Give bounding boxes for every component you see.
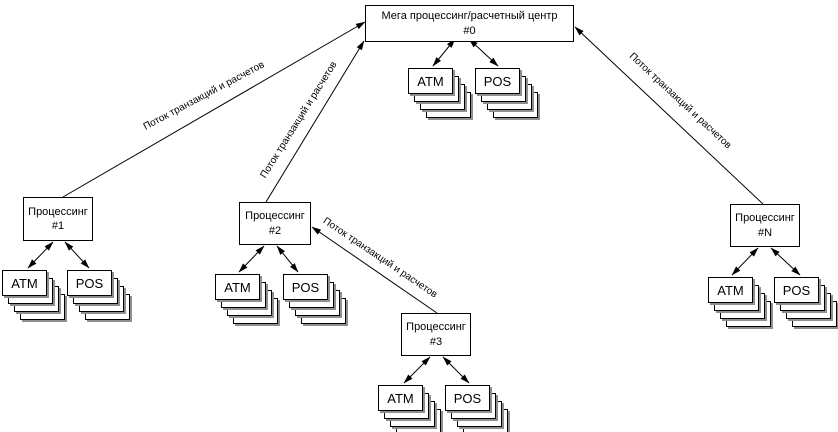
edge-p2-atm: [238, 245, 265, 273]
edge-p1-pos: [64, 241, 90, 269]
pos-label: POS: [483, 73, 512, 89]
edge-p1-atm: [27, 241, 54, 269]
edge-p2-pos: [276, 245, 299, 273]
edge-pn-pos: [770, 247, 801, 276]
node-title: Мега процессинг/расчетный центр: [381, 10, 558, 23]
node-processing-2: Процессинг #2: [239, 202, 311, 245]
pos-label: POS: [75, 275, 104, 291]
atm-card: ATM: [378, 385, 423, 411]
node-processing-n: Процессинг #N: [730, 204, 800, 247]
node-processing-3: Процессинг #3: [401, 313, 471, 356]
pos-card: POS: [475, 68, 520, 94]
node-id: #3: [429, 335, 443, 348]
atm-stack-p3: ATM: [378, 385, 442, 432]
atm-stack-pn: ATM: [708, 277, 772, 328]
pos-stack-p3: POS: [445, 385, 509, 432]
node-title: Процессинг: [28, 205, 88, 218]
atm-label: ATM: [417, 73, 444, 89]
node-id: #N: [757, 226, 773, 239]
edge-p1-to-mega: [62, 21, 366, 198]
pos-card: POS: [774, 277, 819, 303]
pos-stack-p1: POS: [67, 270, 131, 321]
edge-mega-pos: [468, 38, 499, 67]
atm-stack-p1: ATM: [2, 270, 66, 321]
pos-label: POS: [291, 279, 320, 295]
edge-p2-to-mega: [265, 40, 365, 203]
node-id: #2: [268, 224, 282, 237]
atm-label: ATM: [717, 282, 744, 298]
atm-stack-mega: ATM: [408, 68, 472, 119]
atm-card: ATM: [215, 274, 260, 300]
pos-card: POS: [445, 385, 490, 411]
pos-card: POS: [67, 270, 112, 296]
edge-p3-to-p2: [311, 226, 438, 314]
atm-label: ATM: [224, 279, 251, 295]
node-id: #0: [463, 24, 476, 37]
edge-mega-atm: [432, 38, 456, 67]
edge-pn-to-mega: [574, 26, 764, 205]
pos-card: POS: [283, 274, 328, 300]
pos-stack-mega: POS: [475, 68, 539, 119]
node-title: Процессинг: [245, 210, 305, 223]
atm-card: ATM: [2, 270, 47, 296]
atm-card: ATM: [408, 68, 453, 94]
atm-label: ATM: [387, 390, 414, 406]
pos-label: POS: [453, 390, 482, 406]
pos-stack-p2: POS: [283, 274, 347, 325]
node-title: Процессинг: [735, 212, 795, 225]
node-id: #1: [51, 220, 65, 232]
pos-stack-pn: POS: [774, 277, 838, 328]
atm-label: ATM: [11, 275, 38, 291]
edge-pn-atm: [731, 247, 759, 276]
node-title: Процессинг: [406, 321, 466, 334]
node-processing-1: Процессинг #1: [23, 197, 93, 241]
pos-label: POS: [782, 282, 811, 298]
edge-p3-pos: [442, 356, 470, 384]
atm-stack-p2: ATM: [215, 274, 279, 325]
node-mega-processing-center: Мега процессинг/расчетный центр #0: [365, 5, 574, 42]
atm-card: ATM: [708, 277, 753, 303]
edge-p3-atm: [403, 356, 431, 384]
